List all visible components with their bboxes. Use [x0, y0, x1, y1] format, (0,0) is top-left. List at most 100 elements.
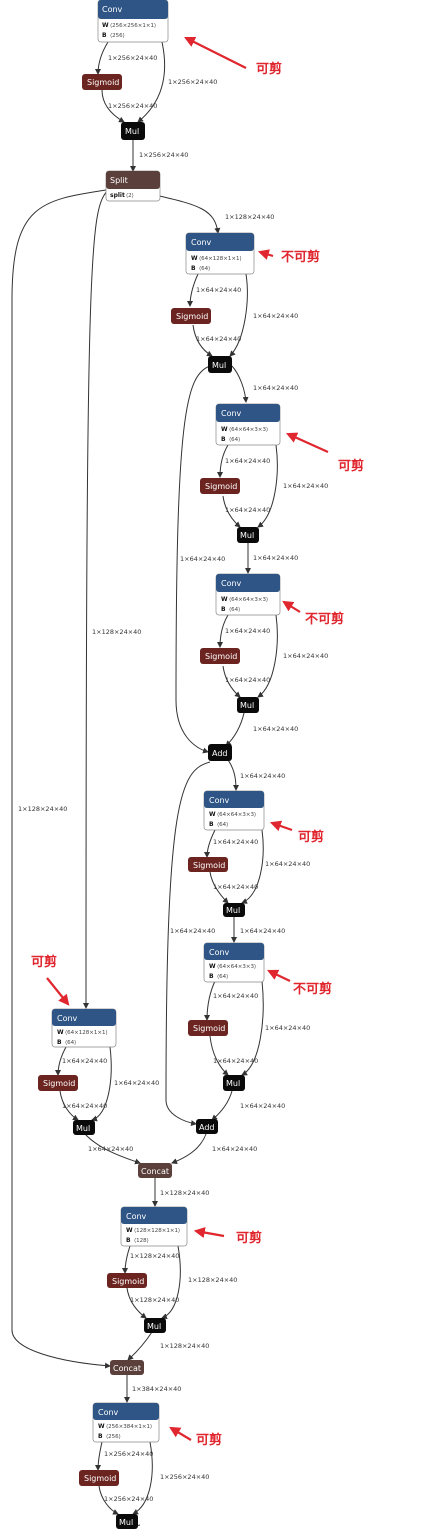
add-node[interactable]: Add [196, 1119, 218, 1134]
edge-label: 1×256×24×40 [139, 151, 188, 159]
mul-node[interactable]: Mul [144, 1318, 166, 1333]
edge-label: 1×64×24×40 [196, 286, 241, 294]
svg-text:⟨64⟩: ⟨64⟩ [199, 265, 210, 272]
mul-node[interactable]: Mul [121, 122, 145, 140]
sigmoid-node[interactable]: Sigmoid [171, 308, 211, 324]
conv-node[interactable]: Conv W ⟨256×256×1×1⟩ B ⟨256⟩ [97, 0, 169, 43]
svg-text:W: W [209, 811, 216, 818]
edge-label: 1×128×24×40 [130, 1252, 179, 1260]
svg-text:⟨64×64×3×3⟩: ⟨64×64×3×3⟩ [229, 596, 268, 603]
svg-text:⟨64×128×1×1⟩: ⟨64×128×1×1⟩ [65, 1029, 108, 1036]
sigmoid-node[interactable]: Sigmoid [200, 478, 240, 494]
annotation-label: 不可剪 [293, 981, 332, 997]
svg-text:W: W [126, 1227, 133, 1234]
add-node[interactable]: Add [208, 744, 232, 761]
svg-text:Mul: Mul [76, 1124, 90, 1133]
svg-text:⟨256×256×1×1⟩: ⟨256×256×1×1⟩ [110, 22, 156, 29]
conv-node[interactable]: Conv W ⟨64×64×3×3⟩ B ⟨64⟩ [215, 403, 281, 446]
edge-label: 1×256×24×40 [104, 1450, 153, 1458]
edge-label: 1×64×24×40 [240, 772, 285, 780]
svg-text:B: B [221, 436, 226, 443]
svg-text:Concat: Concat [113, 1364, 141, 1373]
sigmoid-node[interactable]: Sigmoid [200, 648, 240, 664]
conv-node[interactable]: Conv W ⟨64×128×1×1⟩ B ⟨64⟩ [51, 1008, 117, 1048]
nodes: Conv W ⟨256×256×1×1⟩ B ⟨256⟩ Sigmoid Mul… [38, 0, 281, 1529]
edge-label: 1×64×24×40 [212, 1145, 257, 1153]
sigmoid-node[interactable]: Sigmoid [82, 74, 122, 90]
sigmoid-node[interactable]: Sigmoid [107, 1273, 147, 1288]
svg-text:Conv: Conv [221, 579, 242, 588]
svg-text:B: B [191, 265, 196, 272]
split-node[interactable]: Split split ⟨2⟩ [105, 170, 161, 202]
annotation-arrow [267, 969, 291, 982]
svg-text:Conv: Conv [102, 5, 123, 14]
conv-node[interactable]: Conv W ⟨64×64×3×3⟩ B ⟨64⟩ [203, 790, 265, 831]
edge-label: 1×128×24×40 [160, 1189, 209, 1197]
annotation-label: 可剪 [31, 954, 57, 970]
sigmoid-node[interactable]: Sigmoid [38, 1075, 78, 1091]
edge-label: 1×64×24×40 [240, 927, 285, 935]
svg-text:Mul: Mul [147, 1322, 161, 1331]
conv-node[interactable]: Conv W ⟨128×128×1×1⟩ B ⟨128⟩ [120, 1206, 188, 1247]
svg-text:Sigmoid: Sigmoid [193, 861, 225, 870]
annotation-label: 不可剪 [305, 611, 344, 627]
mul-node[interactable]: Mul [208, 356, 232, 373]
svg-text:Sigmoid: Sigmoid [205, 652, 237, 661]
edge-label: 1×384×24×40 [132, 1385, 181, 1393]
edge-label: 1×256×24×40 [108, 102, 157, 110]
svg-text:Sigmoid: Sigmoid [176, 312, 208, 321]
annotation-arrow [193, 1227, 225, 1238]
svg-text:W: W [102, 22, 109, 29]
mul-node[interactable]: Mul [223, 903, 245, 917]
edge-label: 1×64×24×40 [283, 482, 328, 490]
svg-text:Mul: Mul [226, 1079, 240, 1088]
sigmoid-node[interactable]: Sigmoid [79, 1470, 119, 1486]
conv-node[interactable]: Conv W ⟨256×384×1×1⟩ B ⟨256⟩ [92, 1402, 160, 1443]
edge-label: 1×128×24×40 [130, 1296, 179, 1304]
svg-text:Add: Add [199, 1123, 215, 1132]
annotation-arrow [282, 600, 301, 613]
edge-label: 1×256×24×40 [168, 78, 217, 86]
mul-node[interactable]: Mul [223, 1075, 245, 1091]
sigmoid-node[interactable]: Sigmoid [188, 1020, 228, 1036]
edge-label: 1×64×24×40 [62, 1057, 107, 1065]
svg-text:Mul: Mul [119, 1518, 133, 1527]
sigmoid-node[interactable]: Sigmoid [188, 857, 228, 872]
edge-label: 1×256×24×40 [104, 1495, 153, 1503]
svg-text:Sigmoid: Sigmoid [205, 482, 237, 491]
conv-node[interactable]: Conv W ⟨64×128×1×1⟩ B ⟨64⟩ [185, 232, 255, 275]
svg-text:B: B [102, 32, 107, 39]
svg-text:Conv: Conv [221, 409, 242, 418]
mul-node[interactable]: Mul [237, 697, 259, 713]
svg-text:B: B [126, 1237, 131, 1244]
edge-label: 1×128×24×40 [225, 213, 274, 221]
svg-text:⟨2⟩: ⟨2⟩ [126, 192, 134, 199]
svg-text:split: split [110, 192, 125, 199]
svg-text:⟨64⟩: ⟨64⟩ [217, 973, 228, 980]
svg-text:⟨64×64×3×3⟩: ⟨64×64×3×3⟩ [217, 811, 256, 818]
conv-node[interactable]: Conv W ⟨64×64×3×3⟩ B ⟨64⟩ [203, 942, 265, 983]
mul-node[interactable]: Mul [73, 1120, 95, 1135]
conv-node[interactable]: Conv W ⟨64×64×3×3⟩ B ⟨64⟩ [215, 573, 281, 616]
svg-text:Mul: Mul [226, 906, 240, 915]
concat-node[interactable]: Concat [138, 1163, 172, 1178]
edge-label: 1×64×24×40 [88, 1145, 133, 1153]
edge-label: 1×256×24×40 [108, 54, 157, 62]
edge-label: 1×64×24×40 [213, 1057, 258, 1065]
svg-text:B: B [221, 606, 226, 613]
mul-node[interactable]: Mul [237, 527, 259, 543]
edge-label: 1×64×24×40 [253, 725, 298, 733]
mul-node[interactable]: Mul [116, 1514, 138, 1529]
svg-text:Conv: Conv [191, 238, 212, 247]
svg-text:Sigmoid: Sigmoid [193, 1024, 225, 1033]
svg-text:Mul: Mul [240, 531, 254, 540]
annotation-arrow [184, 37, 247, 69]
svg-text:B: B [57, 1039, 62, 1046]
svg-text:⟨256⟩: ⟨256⟩ [106, 1433, 121, 1440]
annotation-label: 可剪 [338, 458, 364, 474]
svg-text:Sigmoid: Sigmoid [112, 1277, 144, 1286]
annotation-arrow [46, 977, 70, 1006]
concat-node[interactable]: Concat [110, 1360, 144, 1375]
edge-label: 1×128×24×40 [18, 805, 67, 813]
svg-text:Mul: Mul [212, 361, 226, 370]
